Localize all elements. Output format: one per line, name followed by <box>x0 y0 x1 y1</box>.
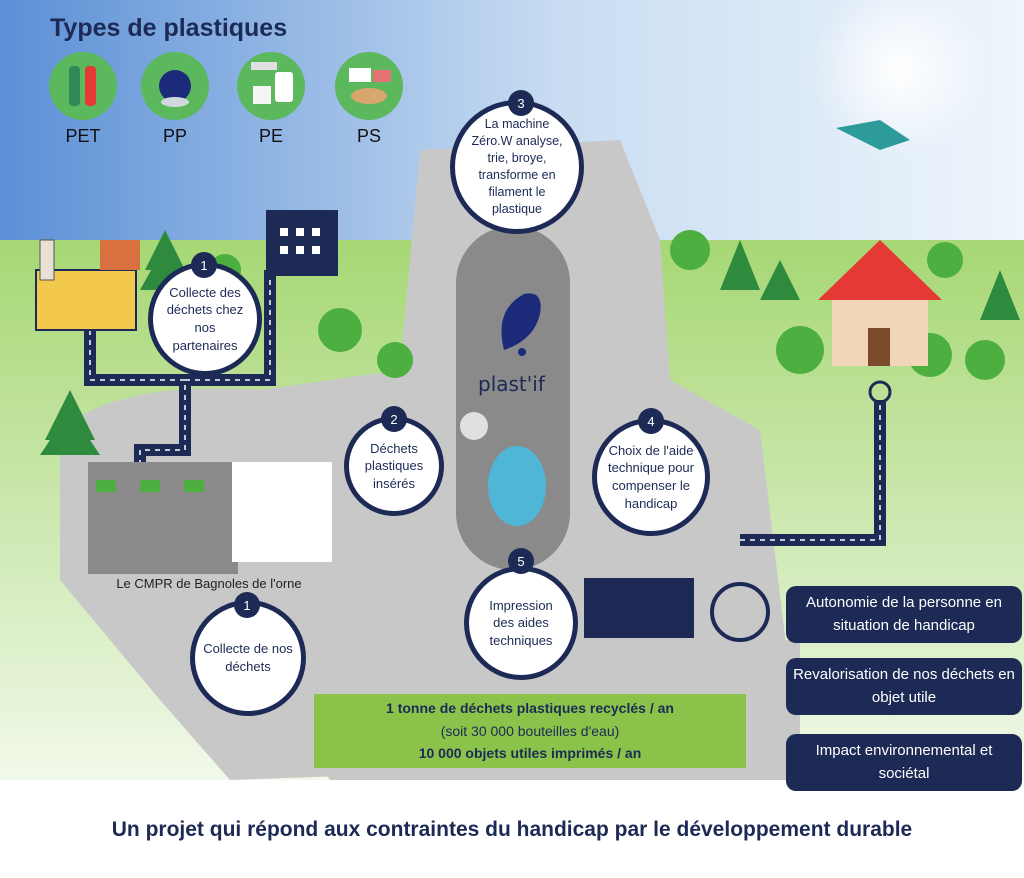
plastic-pellets-image <box>488 446 546 526</box>
benefit-autonomy: Autonomie de la personne en situation de… <box>786 586 1022 643</box>
insert-slot <box>460 412 488 440</box>
plastic-type-label: PS <box>356 126 381 146</box>
footer-tagline: Un projet qui répond aux contraintes du … <box>111 818 913 841</box>
step-machine-process: La machine Zéro.W analyse, trie, broye, … <box>450 100 584 234</box>
step-text: Impression des aides techniques <box>489 597 553 648</box>
step-number: 2 <box>381 406 407 432</box>
step-number: 5 <box>508 548 534 574</box>
benefit-impact: Impact environnemental et sociétal <box>786 734 1022 791</box>
plastif-logo-icon <box>501 293 541 356</box>
step-text: La machine Zéro.W analyse, trie, broye, … <box>471 117 563 216</box>
plastic-type-label: PP <box>162 126 187 146</box>
step-choose-aid: Choix de l'aide technique pour compenser… <box>592 418 710 536</box>
step-text: Déchets plastiques insérés <box>364 440 424 491</box>
step-number: 1 <box>234 592 260 618</box>
plastic-type-pet: PET <box>48 52 118 147</box>
step-number: 1 <box>191 252 217 278</box>
bottles-icon <box>49 52 117 120</box>
step-text: Collecte de nos déchets <box>203 641 293 674</box>
plastic-type-pe: PE <box>236 52 306 147</box>
stats-line-tonnage: 1 tonne de déchets plastiques recyclés /… <box>386 700 674 717</box>
benefit-revaluation: Revalorisation de nos déchets en objet u… <box>786 658 1022 715</box>
food-container-icon <box>335 52 403 120</box>
stats-line-bottles: (soit 30 000 bouteilles d'eau) <box>440 722 620 739</box>
step-number: 3 <box>508 90 534 116</box>
step-text: Collecte des déchets chez nos partenaire… <box>166 284 244 353</box>
step-insert-waste: Déchets plastiques insérés <box>344 416 444 516</box>
step-text: Choix de l'aide technique pour compenser… <box>607 442 694 511</box>
step-collect-partners: Collecte des déchets chez nos partenaire… <box>148 262 262 376</box>
stats-box: 1 tonne de déchets plastiques recyclés /… <box>314 694 746 768</box>
bottle-cap-icon <box>141 52 209 120</box>
plastic-type-ps: PS <box>334 52 404 147</box>
plastic-type-label: PE <box>258 126 283 146</box>
machine-logo-text: plast'if <box>478 372 545 396</box>
stats-line-objects: 10 000 objets utiles imprimés / an <box>418 745 642 762</box>
plastic-type-pp: PP <box>140 52 210 147</box>
step-print-aids: Impression des aides techniques <box>464 566 578 680</box>
step-number: 4 <box>638 408 664 434</box>
milk-jug-icon <box>237 52 305 120</box>
cmpr-label: Le CMPR de Bagnoles de l'orne <box>116 576 302 591</box>
plastic-type-label: PET <box>65 126 101 146</box>
page-title: Types de plastiques <box>50 14 288 42</box>
